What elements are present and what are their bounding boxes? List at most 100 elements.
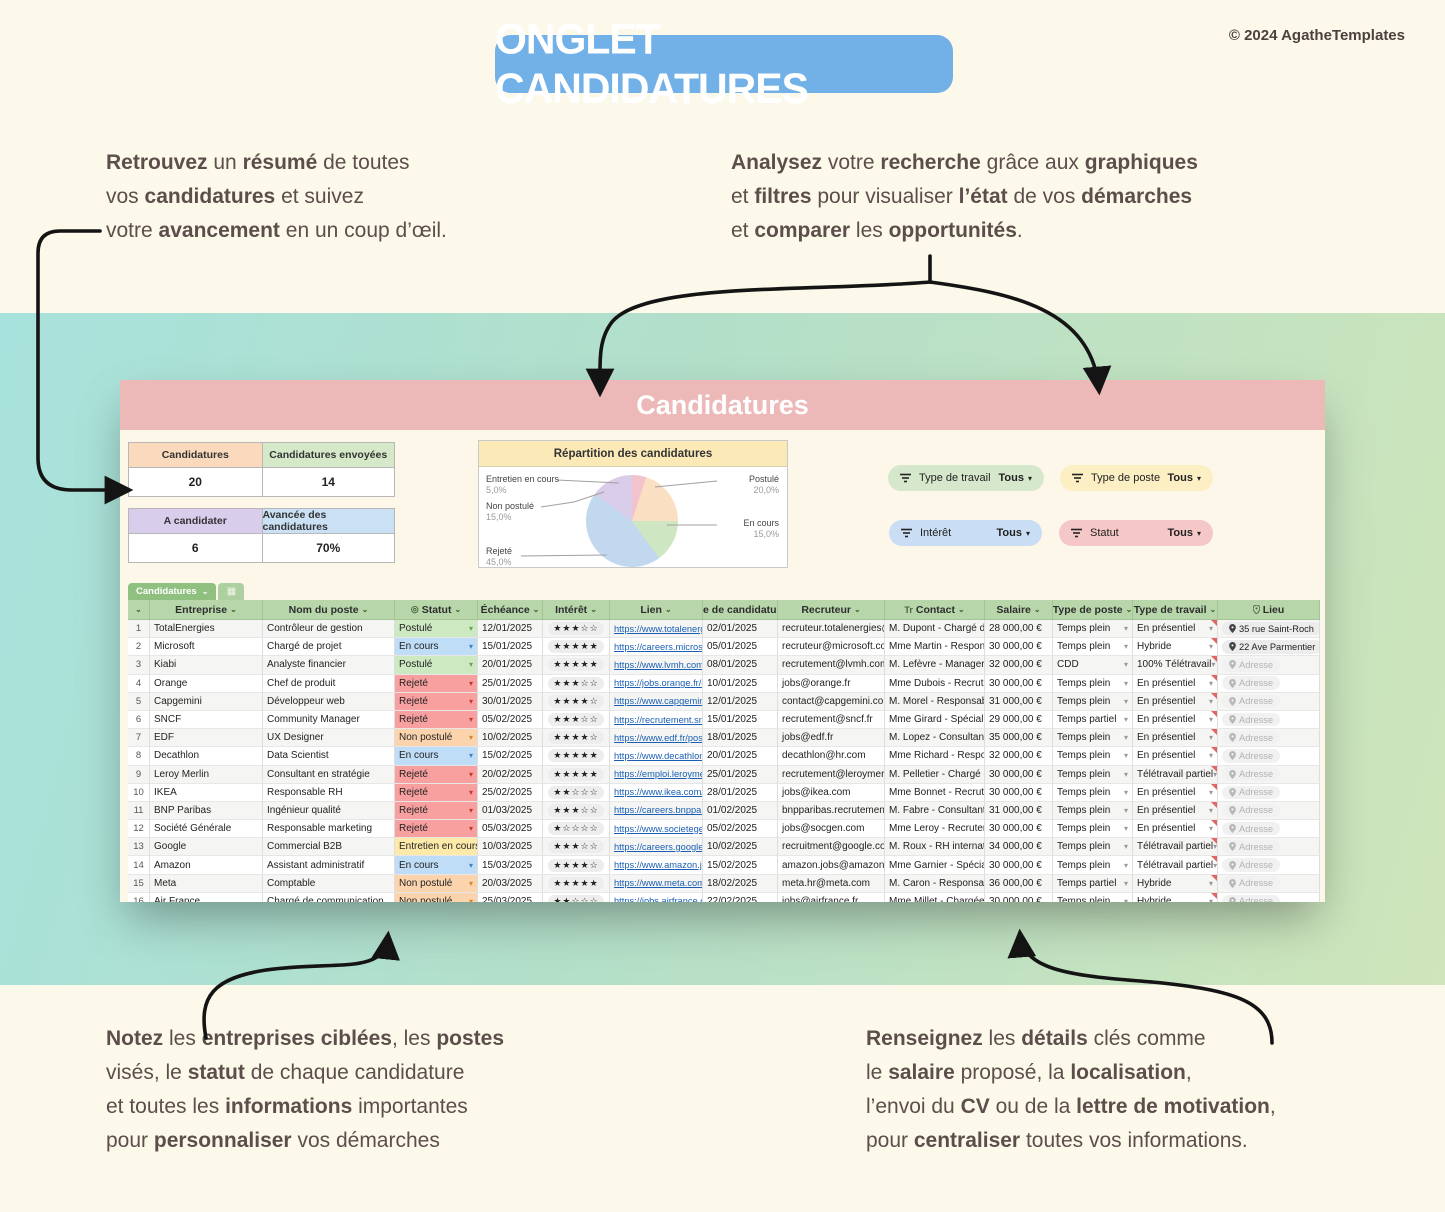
cell-recruteur[interactable]: recrutement@lvmh.com xyxy=(778,656,885,675)
cell-entreprise[interactable]: BNP Paribas xyxy=(150,801,263,821)
cell-recruteur[interactable]: meta.hr@meta.com xyxy=(778,874,885,893)
header-lieu[interactable]: Lieu xyxy=(1218,600,1320,620)
cell-date-candidature[interactable]: 18/01/2025 xyxy=(703,729,778,748)
cell-nom-du-poste[interactable]: Chargé de communication xyxy=(263,892,395,902)
table-row[interactable]: 6 SNCF Community Manager Rejeté▾ 05/02/2… xyxy=(128,710,1320,730)
cell-recruteur[interactable]: recrutement@sncf.fr xyxy=(778,710,885,730)
header-statut[interactable]: ◎Statut⌄ xyxy=(395,600,478,620)
cell-recruteur[interactable]: jobs@edf.fr xyxy=(778,729,885,748)
cell-lien[interactable]: https://www.totalenergies. xyxy=(610,620,703,639)
cell-lieu[interactable]: Adresse xyxy=(1218,729,1320,748)
cell-echeance[interactable]: 25/03/2025 xyxy=(478,892,543,902)
cell-lien[interactable]: https://careers.google.com xyxy=(610,838,703,857)
cell-type-poste[interactable]: Temps plein▾ xyxy=(1053,638,1133,657)
link[interactable]: https://www.edf.fr/poste xyxy=(614,732,703,743)
table-row[interactable]: 13 Google Commercial B2B Entretien en co… xyxy=(128,838,1320,857)
link[interactable]: https://www.decathlon.fr/jc xyxy=(614,750,702,761)
cell-date-candidature[interactable]: 15/02/2025 xyxy=(703,856,778,875)
cell-date-candidature[interactable]: 01/02/2025 xyxy=(703,801,778,821)
cell-date-candidature[interactable]: 20/01/2025 xyxy=(703,747,778,766)
cell-statut[interactable]: Rejeté▾ xyxy=(395,674,478,693)
cell-statut[interactable]: En cours▾ xyxy=(395,747,478,766)
cell-interet[interactable]: ★★★★☆ xyxy=(543,729,610,748)
tab-candidatures[interactable]: Candidatures⌄ xyxy=(128,583,217,600)
cell-lieu[interactable]: Adresse xyxy=(1218,710,1320,730)
header-select[interactable]: ⌄ xyxy=(128,600,150,620)
cell-type-travail[interactable]: Télétravail partiel▾ xyxy=(1133,838,1218,857)
cell-entreprise[interactable]: Amazon xyxy=(150,856,263,875)
cell-nom-du-poste[interactable]: Analyste financier xyxy=(263,656,395,675)
cell-contact[interactable]: Mme Garnier - Spécialiste xyxy=(885,856,985,875)
cell-type-poste[interactable]: Temps plein▾ xyxy=(1053,674,1133,693)
cell-nom-du-poste[interactable]: Commercial B2B xyxy=(263,838,395,857)
cell-statut[interactable]: Rejeté▾ xyxy=(395,765,478,784)
cell-lien[interactable]: https://www.edf.fr/poste xyxy=(610,729,703,748)
cell-entreprise[interactable]: Orange xyxy=(150,674,263,693)
table-row[interactable]: 12 Société Générale Responsable marketin… xyxy=(128,820,1320,839)
cell-lieu[interactable]: 35 rue Saint-Roch xyxy=(1218,620,1320,639)
cell-entreprise[interactable]: Leroy Merlin xyxy=(150,765,263,784)
filter-interet[interactable]: Intérêt Tous▾ xyxy=(889,520,1042,546)
link[interactable]: https://www.totalenergies. xyxy=(614,623,702,634)
cell-echeance[interactable]: 25/01/2025 xyxy=(478,674,543,693)
cell-nom-du-poste[interactable]: Chargé de projet xyxy=(263,638,395,657)
header-echeance[interactable]: Échéance⌄ xyxy=(478,600,543,620)
cell-type-travail[interactable]: En présentiel▾ xyxy=(1133,674,1218,693)
header-lien[interactable]: Lien⌄ xyxy=(610,600,703,620)
cell-date-candidature[interactable]: 12/01/2025 xyxy=(703,692,778,711)
cell-recruteur[interactable]: recrutement@leroymerli xyxy=(778,765,885,784)
cell-lieu[interactable]: 22 Ave Parmentier xyxy=(1218,638,1320,657)
cell-echeance[interactable]: 15/01/2025 xyxy=(478,638,543,657)
cell-nom-du-poste[interactable]: Contrôleur de gestion xyxy=(263,620,395,639)
cell-statut[interactable]: Postulé▾ xyxy=(395,656,478,675)
cell-lien[interactable]: https://jobs.airfrance.com/ xyxy=(610,892,703,902)
link[interactable]: https://www.societegenera xyxy=(614,823,703,834)
link[interactable]: https://www.lvmh.com/car xyxy=(614,659,702,670)
cell-lieu[interactable]: Adresse xyxy=(1218,874,1320,893)
header-salaire[interactable]: Salaire⌄ xyxy=(985,600,1053,620)
cell-statut[interactable]: Rejeté▾ xyxy=(395,783,478,802)
cell-salaire[interactable]: 36 000,00 € xyxy=(985,874,1053,893)
cell-contact[interactable]: Mme Bonnet - Recruteur s xyxy=(885,783,985,802)
cell-statut[interactable]: Non postulé▾ xyxy=(395,874,478,893)
cell-salaire[interactable]: 29 000,00 € xyxy=(985,710,1053,730)
cell-interet[interactable]: ★★☆☆☆ xyxy=(543,892,610,902)
link[interactable]: https://emploi.leroymerlin. xyxy=(614,769,702,780)
cell-lieu[interactable]: Adresse xyxy=(1218,820,1320,839)
filter-type-travail[interactable]: Type de travail Tous▾ xyxy=(888,465,1044,491)
filter-statut[interactable]: Statut Tous▾ xyxy=(1059,520,1213,546)
cell-date-candidature[interactable]: 28/01/2025 xyxy=(703,783,778,802)
cell-statut[interactable]: Rejeté▾ xyxy=(395,710,478,730)
cell-date-candidature[interactable]: 22/02/2025 xyxy=(703,892,778,902)
cell-statut[interactable]: Postulé▾ xyxy=(395,620,478,639)
cell-salaire[interactable]: 28 000,00 € xyxy=(985,620,1053,639)
cell-salaire[interactable]: 30 000,00 € xyxy=(985,674,1053,693)
cell-nom-du-poste[interactable]: Data Scientist xyxy=(263,747,395,766)
cell-lien[interactable]: https://www.decathlon.fr/jc xyxy=(610,747,703,766)
cell-entreprise[interactable]: Capgemini xyxy=(150,692,263,711)
cell-echeance[interactable]: 15/02/2025 xyxy=(478,747,543,766)
link[interactable]: https://www.amazon.jobs/ xyxy=(614,860,702,871)
cell-recruteur[interactable]: amazon.jobs@amazon.c xyxy=(778,856,885,875)
cell-recruteur[interactable]: contact@capgemini.com xyxy=(778,692,885,711)
cell-type-poste[interactable]: Temps plein▾ xyxy=(1053,747,1133,766)
cell-lien[interactable]: https://careers.bnpparibas xyxy=(610,801,703,821)
cell-salaire[interactable]: 30 000,00 € xyxy=(985,820,1053,839)
cell-type-travail[interactable]: Hybride▾ xyxy=(1133,892,1218,902)
cell-echeance[interactable]: 05/03/2025 xyxy=(478,820,543,839)
cell-nom-du-poste[interactable]: Community Manager xyxy=(263,710,395,730)
cell-type-travail[interactable]: En présentiel▾ xyxy=(1133,783,1218,802)
cell-nom-du-poste[interactable]: Chef de produit xyxy=(263,674,395,693)
table-row[interactable]: 15 Meta Comptable Non postulé▾ 20/03/202… xyxy=(128,874,1320,893)
cell-echeance[interactable]: 05/02/2025 xyxy=(478,710,543,730)
cell-nom-du-poste[interactable]: Développeur web xyxy=(263,692,395,711)
cell-statut[interactable]: En cours▾ xyxy=(395,638,478,657)
cell-type-travail[interactable]: 100% Télétravail▾ xyxy=(1133,656,1218,675)
cell-recruteur[interactable]: recruteur@microsoft.cor xyxy=(778,638,885,657)
cell-entreprise[interactable]: EDF xyxy=(150,729,263,748)
cell-interet[interactable]: ★★★★★ xyxy=(543,747,610,766)
link[interactable]: https://recrutement.sncf.co xyxy=(614,714,702,725)
cell-lieu[interactable]: Adresse xyxy=(1218,656,1320,675)
link[interactable]: https://jobs.orange.fr/offre xyxy=(614,678,702,689)
cell-type-travail[interactable]: Télétravail partiel▾ xyxy=(1133,765,1218,784)
